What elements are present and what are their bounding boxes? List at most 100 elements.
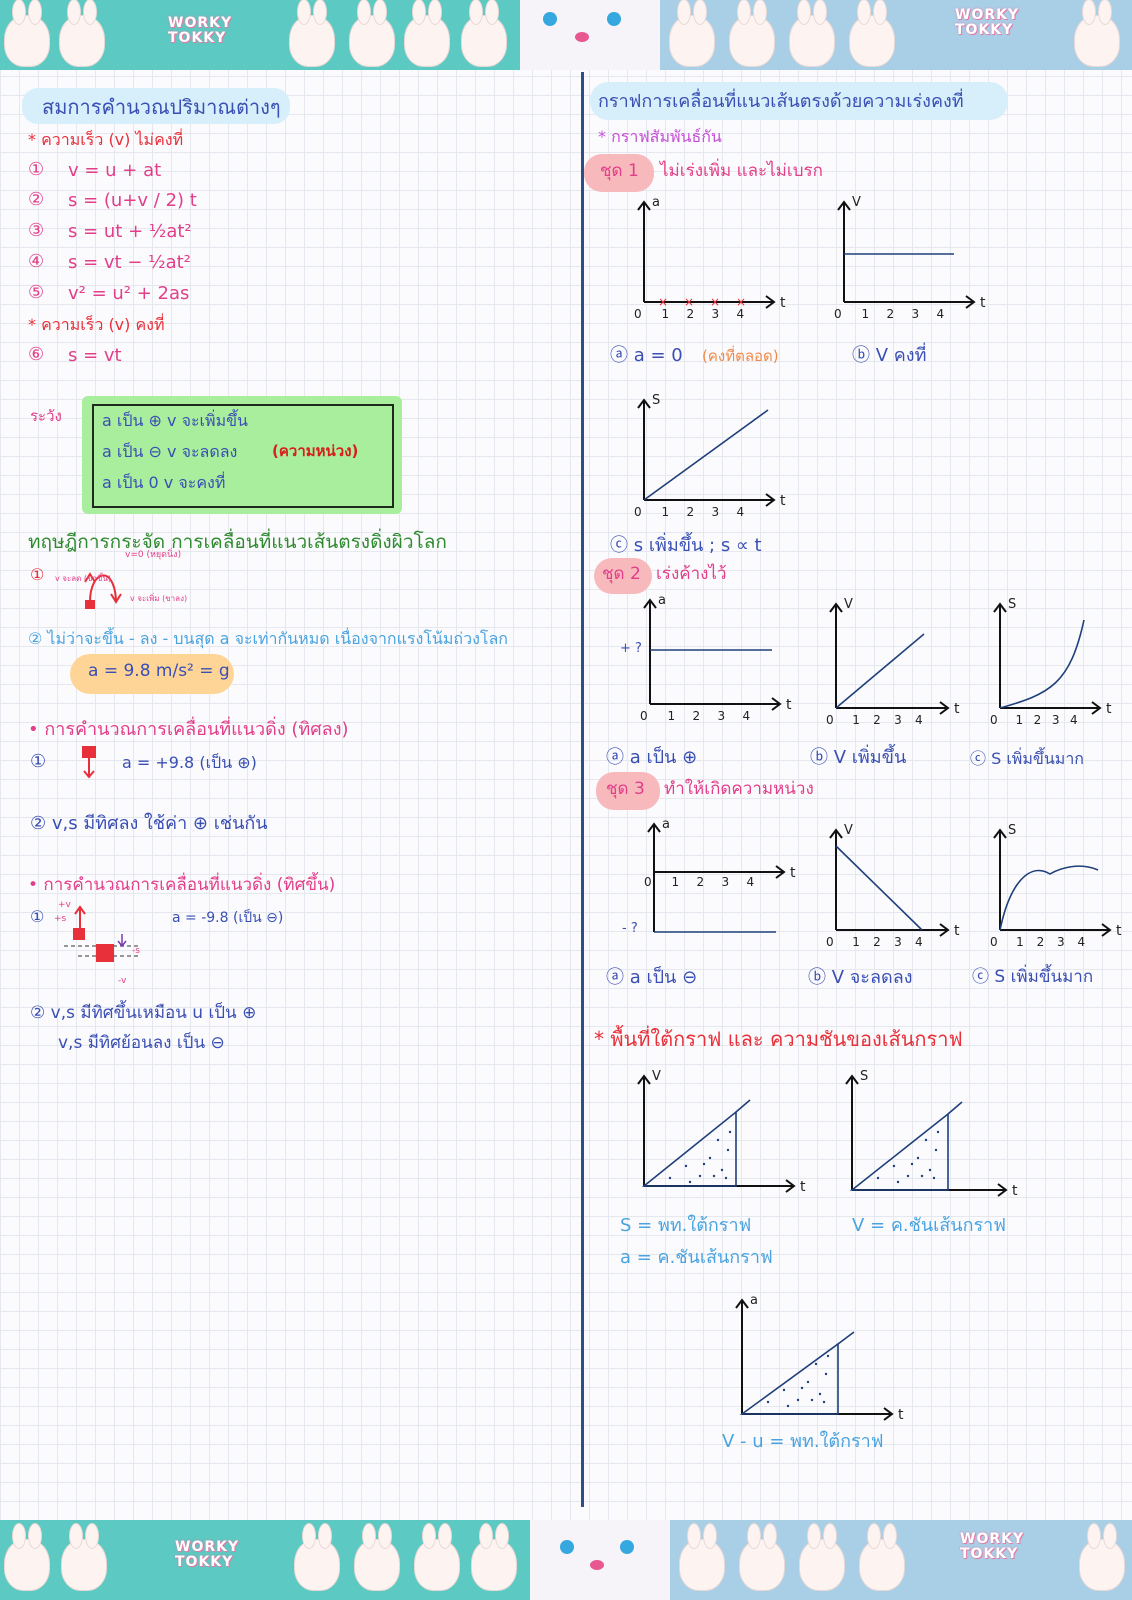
dot [910, 1162, 914, 1166]
g-value: a = 9.8 m/s² = g [88, 661, 230, 681]
dot [766, 1400, 770, 1404]
axis-arrow-icon [643, 598, 657, 609]
up-title: • การคำนวณการเคลื่อนที่แนวดิ่ง (ทิศขึ้น) [28, 875, 336, 895]
tick-label: 4 [737, 505, 745, 519]
dot [932, 1176, 936, 1180]
set1-caption-a: ⓐ a = 0 [610, 345, 683, 366]
ff-item2: ② ไม่ว่าจะขึ้น - ลง - บนสุด a จะเท่ากันห… [28, 629, 508, 648]
y-axis-label: a [750, 1293, 758, 1308]
up-diag-label: +s [54, 914, 67, 924]
tick-label: 1 [668, 709, 676, 723]
axis-arrow-icon [785, 1179, 796, 1193]
nose-icon [575, 32, 589, 42]
y-axis-label: a [652, 195, 660, 210]
ff-note-right: v จะเพิ่ม (ขาลง) [130, 594, 188, 603]
tick-label: 4 [747, 875, 755, 889]
bunny-sticker [62, 1524, 106, 1590]
origin-label: 0 [826, 713, 834, 727]
down-item2: ② v,s มีทิศลง ใช้ค่า ⊕ เช่นกัน [30, 813, 268, 834]
tick-label: 1 [662, 505, 670, 519]
tick-label: 3 [894, 713, 902, 727]
tick-label: 4 [937, 307, 945, 321]
graph-line [947, 1101, 963, 1115]
dot [814, 1362, 818, 1366]
zero-acceleration-marks: × × × × [658, 295, 746, 309]
bunny-sticker [5, 1524, 49, 1590]
axis-arrow-icon [939, 923, 950, 937]
eq-number: ⑥ [28, 344, 45, 365]
set2-label: ชุด 2 [602, 564, 641, 584]
right-title: กราฟการเคลื่อนที่แนวเส้นตรงด้วยความเร่งค… [598, 91, 964, 112]
tick-label: 3 [712, 505, 720, 519]
axis-arrow-icon [637, 1074, 651, 1085]
set1-caption-b: ⓑ V คงที่ [852, 345, 927, 366]
tick-label: 3 [912, 307, 920, 321]
x-axis-label: t [780, 493, 786, 509]
ff-item1-number: ① [30, 565, 45, 584]
origin-label: 0 [640, 709, 648, 723]
x-axis-label: t [954, 923, 960, 939]
top-washi-tape: WORKY TOKKY WORKY TOKKY [0, 0, 1132, 70]
tick-label: 4 [915, 935, 923, 949]
x-mark: × [658, 295, 668, 309]
ball-icon [85, 600, 95, 609]
left-title: สมการคำนวณปริมาณต่างๆ [42, 95, 281, 119]
equation: s = ut + ½at² [68, 221, 192, 242]
x-axis-label: t [790, 865, 796, 881]
bunny-sticker [295, 1524, 339, 1590]
eq-number: ④ [28, 251, 45, 272]
origin-label: 0 [644, 875, 652, 889]
eq-number: ③ [28, 220, 45, 241]
tick-label: 4 [915, 713, 923, 727]
x-mark: × [736, 295, 746, 309]
arrow-down-icon [83, 770, 95, 779]
up-diag-label: -s [132, 946, 140, 956]
caution-label: ระวัง [30, 407, 62, 425]
y-axis-label: V [852, 195, 861, 210]
bunny-sticker [740, 1524, 784, 1590]
bunny-sticker [730, 0, 774, 66]
dot [728, 1130, 732, 1134]
bunny-sticker [355, 1524, 399, 1590]
column-divider [581, 72, 584, 1507]
bunny-face [515, 0, 650, 70]
set3-caption-b: ⓑ V จะลดลง [808, 967, 913, 988]
freefall-title: ทฤษฎีการกระจัด การเคลื่อนที่แนวเส้นตรงดิ… [28, 531, 447, 553]
caution-extra: (ความหน่วง) [272, 442, 359, 460]
y-axis-label: a [658, 593, 666, 608]
set2-desc: เร่งค้างไว้ [656, 564, 727, 584]
caution-line: a เป็น 0 v จะคงที่ [102, 473, 226, 492]
dot [712, 1174, 716, 1178]
bunny-sticker [462, 0, 506, 66]
title-highlight [22, 88, 290, 124]
brand-logo: WORKY TOKKY [168, 15, 233, 46]
dot [702, 1162, 706, 1166]
tick-label: 1 [1016, 935, 1024, 949]
area-caption-1b: a = ค.ชันเส้นกราฟ [620, 1247, 773, 1268]
bunny-sticker [5, 0, 49, 66]
tick-label: 2 [693, 709, 701, 723]
origin-label: 0 [834, 307, 842, 321]
arrow-down-icon [110, 593, 122, 604]
set2-plus: + ? [620, 641, 642, 656]
origin-label: 0 [634, 307, 642, 321]
eye-icon [620, 1540, 634, 1554]
tick-label: 1 [662, 307, 670, 321]
bunny-sticker [860, 1524, 904, 1590]
caution-line: a เป็น ⊕ v จะเพิ่มขึ้น [102, 411, 248, 430]
x-axis-label: t [980, 295, 986, 311]
set2-caption-b: ⓑ V เพิ่มขึ้น [810, 747, 907, 768]
x-axis-label: t [898, 1407, 904, 1423]
axis-arrow-icon [997, 1183, 1008, 1197]
axis-arrow-icon [637, 398, 651, 409]
shaded-area [641, 1110, 737, 1187]
up-item2a: ② v,s มีทิศขึ้นเหมือน u เป็น ⊕ [30, 1003, 257, 1023]
axis-arrow-icon [637, 200, 651, 211]
axis-arrow-icon [765, 295, 776, 309]
axis-arrow-icon [845, 1074, 859, 1085]
dot [936, 1130, 940, 1134]
object-icon [82, 746, 96, 758]
bunny-sticker [680, 1524, 724, 1590]
shaded-area [739, 1342, 839, 1415]
set3-caption-c: ⓒ S เพิ่มขึ้นมาก [972, 967, 1094, 987]
